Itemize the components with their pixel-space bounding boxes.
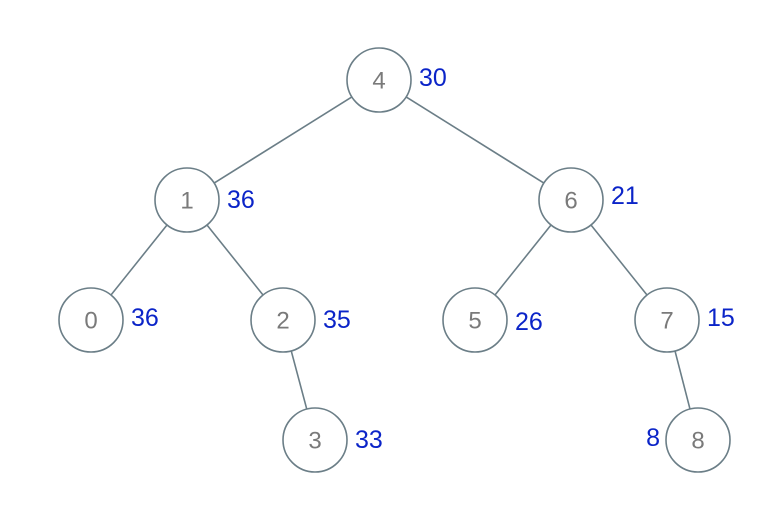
node-circle [634,287,700,353]
node-id-label: 3 [308,428,321,455]
tree-node-0: 0 36 [58,287,159,353]
node-id-label: 5 [468,308,481,335]
node-value-label: 30 [419,64,447,92]
node-value-label: 35 [323,306,351,334]
tree-node-4: 4 30 [346,47,447,113]
node-value-label: 36 [131,304,159,332]
node-value-label: 26 [515,308,543,336]
edge-1-2 [206,224,264,296]
node-id-label: 2 [276,308,289,335]
edge-6-7 [590,224,648,296]
node-id-label: 0 [84,308,97,335]
node-circle [250,287,316,353]
node-id-label: 4 [372,68,385,95]
node-circle [346,47,412,113]
node-value-label: 8 [646,424,660,452]
node-circle [58,287,124,353]
node-value-label: 33 [355,426,383,454]
edge-1-0 [110,224,168,296]
node-circle [442,287,508,353]
node-id-label: 6 [564,188,577,215]
tree-node-2: 2 35 [250,287,351,353]
edges-layer [110,96,691,410]
node-value-label: 15 [707,304,735,332]
edge-6-5 [494,224,552,296]
edge-7-8 [674,350,691,410]
node-id-label: 8 [691,428,704,455]
node-circle [154,167,220,233]
node-id-label: 7 [660,308,673,335]
tree-node-8: 88 [646,407,731,473]
tree-node-1: 1 36 [154,167,255,233]
node-value-label: 36 [227,186,255,214]
tree-node-5: 5 26 [442,287,543,353]
node-circle [282,407,348,473]
tree-node-7: 7 15 [634,287,735,353]
edge-2-3 [290,350,308,410]
tree-node-6: 6 21 [538,167,639,233]
edge-4-6 [405,96,545,184]
node-id-label: 1 [180,188,193,215]
edge-4-1 [213,96,353,184]
node-circle [538,167,604,233]
node-value-label: 21 [611,182,639,210]
node-circle [665,407,731,473]
